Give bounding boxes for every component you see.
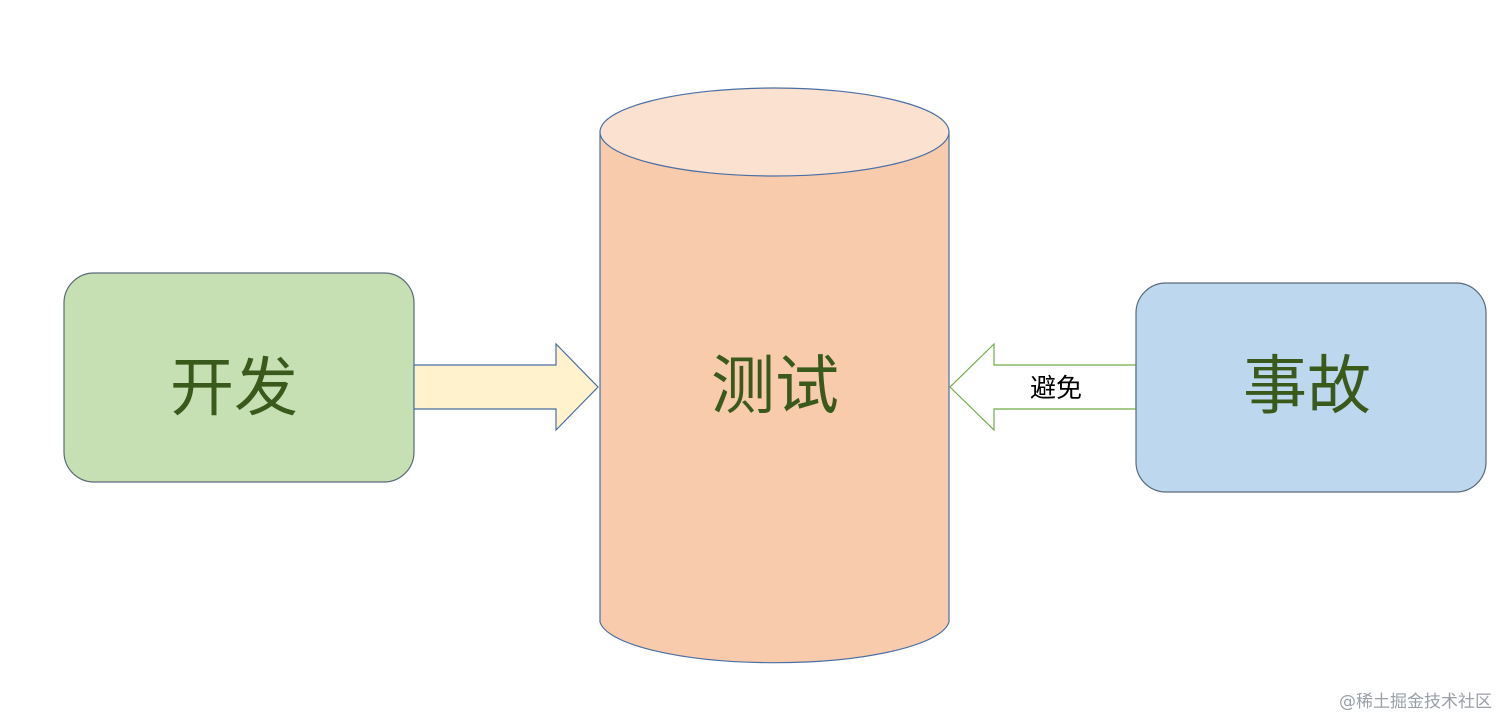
incident-node: 事故: [1135, 282, 1487, 493]
dev-to-test-arrow-shape: [413, 342, 599, 432]
incident-box: [1135, 282, 1487, 493]
test-label: 测试: [711, 350, 839, 424]
test-cylinder: 测试: [599, 87, 950, 664]
test-cylinder-body: [599, 131, 950, 664]
dev-to-test-arrow: [413, 342, 599, 432]
watermark: @稀土掘金技术社区: [1339, 692, 1492, 712]
incident-to-test-arrow-shape: [949, 342, 1137, 432]
incident-label: 事故: [1243, 350, 1371, 424]
incident-to-test-arrow: 避免: [949, 342, 1137, 432]
test-cylinder-top: [599, 87, 950, 177]
avoid-label: 避免: [1030, 374, 1082, 404]
dev-label: 开发: [170, 352, 298, 426]
dev-node: 开发: [63, 272, 415, 483]
